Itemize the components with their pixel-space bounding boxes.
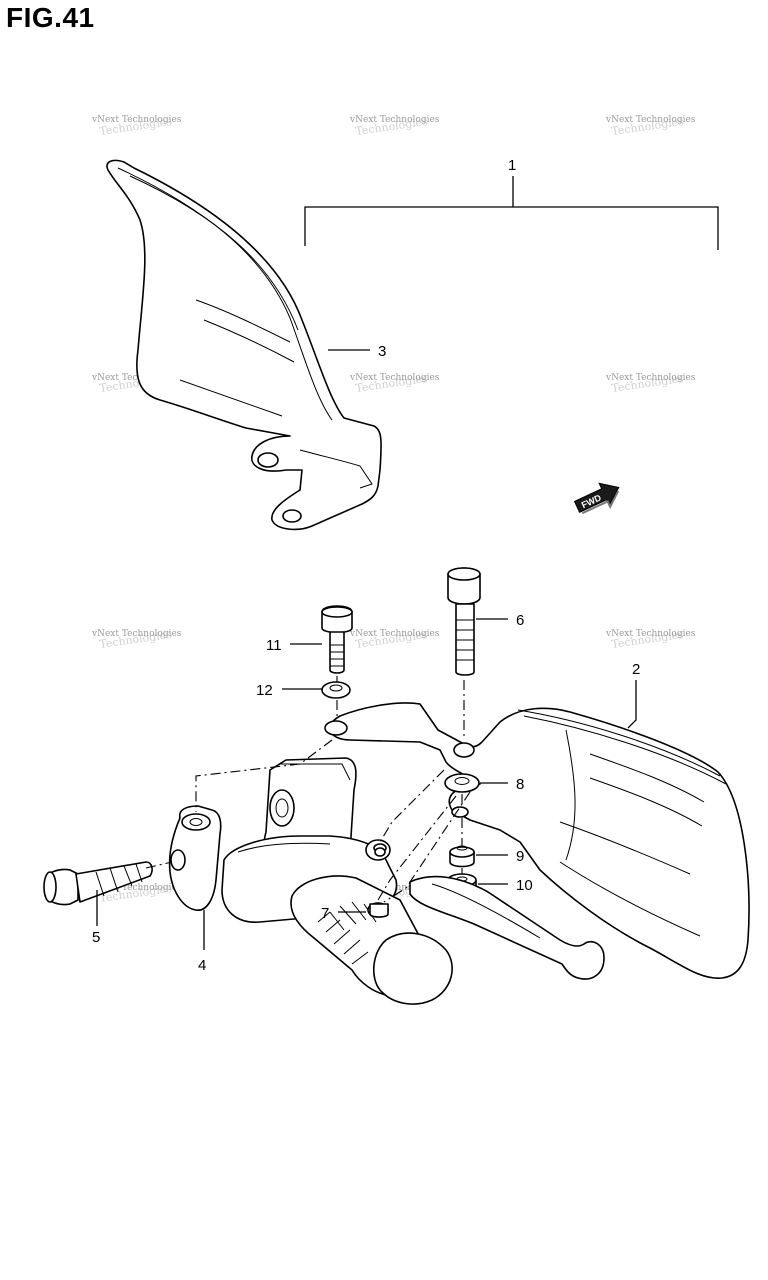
watermark-text: vNext Technologies [91,115,182,125]
watermark-text: vNext Technologies [349,115,440,125]
callout-1: 1 [508,157,516,174]
forward-direction-badge: FWD [573,482,620,515]
watermark-text: vNext Technologies [349,629,440,639]
watermark-text: vNext Technologies [605,373,696,383]
assembly-bracket-1 [304,176,719,250]
callout-4: 4 [198,957,206,974]
watermark-text: vNext Technologies [349,373,440,383]
callout-6: 6 [516,612,524,629]
washer-8 [444,773,480,793]
leader-lines [96,349,637,950]
figure-title: FIG.41 [6,2,95,33]
assembly-guide-lines [145,676,471,903]
bolt-6 [447,567,481,676]
lever-holder-4 [168,757,605,1005]
watermark-text: vNext Technologies [91,883,182,893]
callout-7: 7 [321,905,329,922]
hand-guard-lower [324,702,750,979]
watermark-text: vNext Technologies [91,373,182,383]
callout-11: 11 [266,637,282,654]
callout-9: 9 [516,848,524,865]
callout-3: 3 [378,343,386,360]
collar-9 [449,845,475,868]
bolt-11 [321,605,353,674]
callout-labels: 1 2 3 4 5 6 7 8 9 10 11 12 [92,157,640,974]
watermark-text: vNext Technologies [605,115,696,125]
bolt-5 [43,861,153,906]
watermark-text: vNext Technologies [605,629,696,639]
callout-2: 2 [632,661,640,678]
hand-guard-upper [106,159,382,531]
washer-12 [321,681,351,699]
callout-12: 12 [256,682,273,699]
callout-8: 8 [516,776,524,793]
callout-5: 5 [92,929,100,946]
watermark-text: vNext Technologies [91,629,182,639]
callout-10: 10 [516,877,533,894]
